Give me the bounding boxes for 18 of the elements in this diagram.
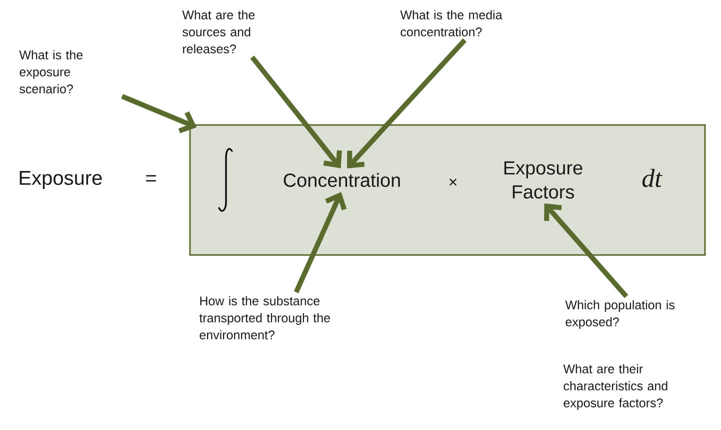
- term-label: Exposure Factors: [504, 161, 582, 199]
- question-text: What is the media concentration?: [400, 10, 502, 36]
- equation-text: Exposure: [20, 171, 102, 189]
- question-text: What is the exposure scenario?: [19, 50, 83, 94]
- question-text: What are their characteristics and exposure factors?: [563, 364, 668, 410]
- question-text: What are the sources and releases?: [182, 10, 255, 54]
- question-text: How is the substance transported through the environment?: [199, 296, 330, 340]
- question-text: Which population is exposed?: [565, 300, 674, 329]
- term-label: Concentration: [284, 173, 400, 187]
- equation-text: =: [146, 175, 156, 182]
- arrow: [294, 192, 347, 294]
- times-sign: ×: [449, 178, 457, 186]
- differential-text: dt: [642, 168, 662, 188]
- arrow: [347, 38, 467, 168]
- formula-box: [189, 124, 706, 256]
- arrow: [121, 94, 197, 134]
- arrow: [250, 56, 342, 168]
- arrow: [544, 203, 628, 298]
